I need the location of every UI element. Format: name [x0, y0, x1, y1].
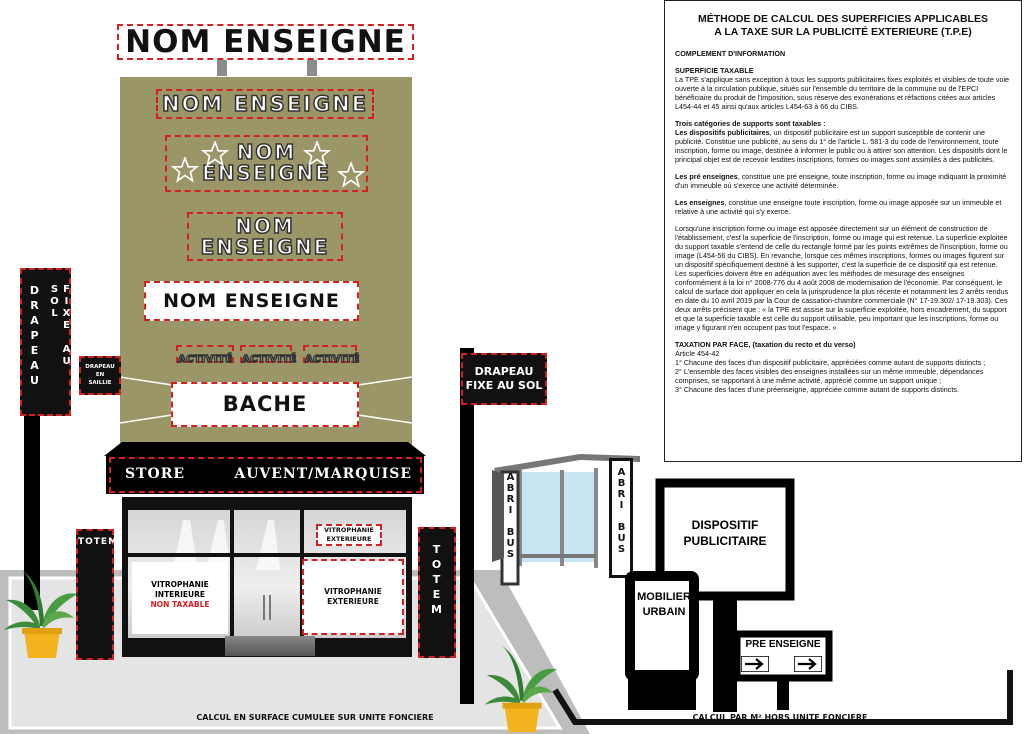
shop-steps — [225, 636, 315, 656]
info-s2-t3: , constitue une enseigne toute inscripti… — [675, 198, 1002, 217]
roof-sign-text: NOM ENSEIGNE — [125, 24, 406, 60]
flag-projecting: DRAPEAU EN SAILLIE — [79, 356, 121, 395]
roof-sign-posts — [217, 54, 317, 78]
star-icon — [201, 141, 229, 167]
star-icon — [303, 141, 331, 167]
info-s4-l2: 2° L'ensemble des faces visibles des ens… — [675, 367, 984, 386]
facade-sign-stars: NOM ENSEIGNE — [165, 135, 368, 192]
vitro-right-line2: EXTERIEURE — [327, 597, 379, 606]
auvent-label: AUVENT/MARQUISE — [234, 466, 412, 482]
banner-sign: BACHE — [171, 382, 359, 427]
info-s1-text: La TPE s'applique sans exception à tous … — [675, 75, 1010, 112]
dispositif-label: DISPOSITIF PUBLICITAIRE — [665, 517, 785, 549]
info-s2-t1: , un dispositif publicitaire est un supp… — [675, 128, 1008, 165]
pre-enseigne-label: PRE ENSEIGNE — [745, 639, 821, 650]
activity-sign-1: ACTIVITÉ — [176, 345, 234, 366]
info-s4-article: Article 454-42 — [675, 349, 720, 359]
caption-right: CALCUL PAR M² HORS UNITE FONCIERE — [692, 713, 868, 722]
facade-sign-4: NOM ENSEIGNE — [144, 281, 359, 321]
flag-projecting-line3: SAILLIE — [88, 380, 112, 386]
roof-sign: NOM ENSEIGNE — [117, 24, 414, 60]
drapeau-sol-pole — [460, 348, 474, 704]
abribus-right-text: ABRI BUS — [616, 467, 627, 555]
info-s1-title: SUPERFICIE TAXABLE — [675, 66, 754, 76]
totem-left-text: TOTEM — [78, 537, 119, 547]
left-flag-fixe-text: FIXE AU SOL — [49, 284, 72, 368]
vitrophanie-top: VITROPHANIE EXTERIEURE — [316, 524, 382, 546]
drapeau-sol-line2: FIXE AU SOL — [465, 379, 543, 392]
totem-right: TOTEM — [418, 527, 456, 658]
drapeau-sol-sign: DRAPEAU FIXE AU SOL — [461, 353, 547, 405]
activity-text: ACTIVITÉ — [177, 353, 233, 366]
mobilier-label: MOBILIER URBAIN — [634, 590, 694, 620]
ground-outline-right — [552, 670, 1013, 725]
info-complement: COMPLEMENT D'INFORMATION — [675, 49, 786, 59]
store-label: STORE — [125, 466, 186, 482]
star-icon — [171, 157, 199, 183]
info-s2-b1: Les dispositifs publicitaires — [675, 128, 770, 138]
facade-sign-2-line2: ENSEIGNE — [201, 161, 331, 185]
bus-shelter — [492, 454, 640, 586]
arrow-right-icon — [794, 656, 822, 672]
activity-text: ACTIVITÉ — [304, 353, 360, 366]
facade-sign-3-line2: ENSEIGNE — [200, 235, 330, 259]
abribus-right-panel: ABRI BUS — [609, 458, 633, 578]
facade-sign-2-line1: NOM — [236, 140, 297, 164]
info-s4-title: TAXATION PAR FACE, (taxation du recto et… — [675, 340, 856, 350]
totem-left: TOTEM — [76, 529, 119, 660]
activity-text: ACTIVITÉ — [241, 353, 297, 366]
abribus-left-text: ABRI BUS — [505, 472, 516, 560]
vitro-top-line1: VITROPHANIE — [324, 526, 374, 534]
info-panel: MÉTHODE DE CALCUL DES SUPERFICIES APPLIC… — [664, 0, 1022, 462]
info-s2-b3: Les enseignes — [675, 198, 725, 208]
left-flag-drapeau-text: DRAPEAU — [28, 284, 41, 389]
info-s3-text: Lorsqu'une inscription forme ou image es… — [675, 224, 1009, 333]
totem-right-text: TOTEM — [430, 543, 443, 618]
info-s4-l3: 3° Chacune des faces d'une préenseigne, … — [675, 385, 959, 395]
banner-sign-text: BACHE — [222, 392, 308, 416]
vitro-inside-line2: INTERIEURE — [155, 590, 205, 599]
activity-sign-3: ACTIVITÉ — [303, 345, 360, 366]
awning-sign: STORE AUVENT/MARQUISE — [109, 457, 422, 493]
dispositif-line2: PUBLICITAIRE — [683, 534, 767, 548]
info-s4-l1: 1° Chacune des faces d'un dispositif pub… — [675, 358, 986, 368]
abribus-left-panel: ABRI BUS — [503, 466, 519, 578]
facade-sign-3-line1: NOM — [234, 214, 295, 238]
caption-left: CALCUL EN SURFACE CUMULEE SUR UNITE FONC… — [196, 713, 434, 722]
info-title: MÉTHODE DE CALCUL DES SUPERFICIES APPLIC… — [675, 13, 1011, 39]
vitrophanie-interieure: VITROPHANIE INTERIEURE NON TAXABLE — [132, 562, 228, 634]
flag-projecting-line1: DRAPEAU — [85, 364, 115, 370]
star-icon — [337, 162, 365, 188]
plant-pot-left — [4, 570, 78, 658]
left-flag-drapeau: DRAPEAU FIXE AU SOL — [20, 268, 72, 416]
mobilier-line2: URBAIN — [642, 606, 686, 618]
mobilier-line1: MOBILIER — [637, 591, 691, 603]
plant-pot-right — [484, 645, 558, 733]
info-s2-title: Trois catégories de supports sont taxabl… — [675, 119, 826, 129]
info-title-line1: MÉTHODE DE CALCUL DES SUPERFICIES APPLIC… — [698, 13, 988, 25]
info-s2-t2: , constitue une pré enseigne, toute insc… — [675, 172, 1007, 191]
vitro-top-line2: EXTERIEURE — [326, 535, 372, 543]
vitro-right-line1: VITROPHANIE — [324, 587, 382, 596]
arrow-right-icon — [741, 656, 769, 672]
info-s2-b2: Les pré enseignes — [675, 172, 738, 182]
facade-sign-4-text: NOM ENSEIGNE — [163, 290, 340, 312]
urban-furniture — [625, 571, 699, 710]
vitrophanie-exterieure: VITROPHANIE EXTERIEURE — [302, 559, 404, 635]
facade-sign-1-text: NOM ENSEIGNE — [161, 91, 368, 117]
info-title-line2: A LA TAXE SUR LA PUBLICITÉ EXTERIEURE (T… — [714, 26, 972, 39]
activity-sign-2: ACTIVITÉ — [240, 345, 297, 366]
drapeau-sol-line1: DRAPEAU — [474, 365, 534, 378]
banner-ropes — [120, 376, 412, 424]
facade-sign-3: NOM ENSEIGNE — [187, 212, 343, 261]
flag-projecting-line2: EN — [95, 372, 105, 378]
vitro-inside-line3: NON TAXABLE — [150, 600, 210, 609]
facade-sign-1: NOM ENSEIGNE — [156, 89, 374, 119]
awning — [104, 442, 426, 494]
dispositif-line1: DISPOSITIF — [691, 518, 759, 532]
vitro-inside-line1: VITROPHANIE — [151, 580, 209, 589]
